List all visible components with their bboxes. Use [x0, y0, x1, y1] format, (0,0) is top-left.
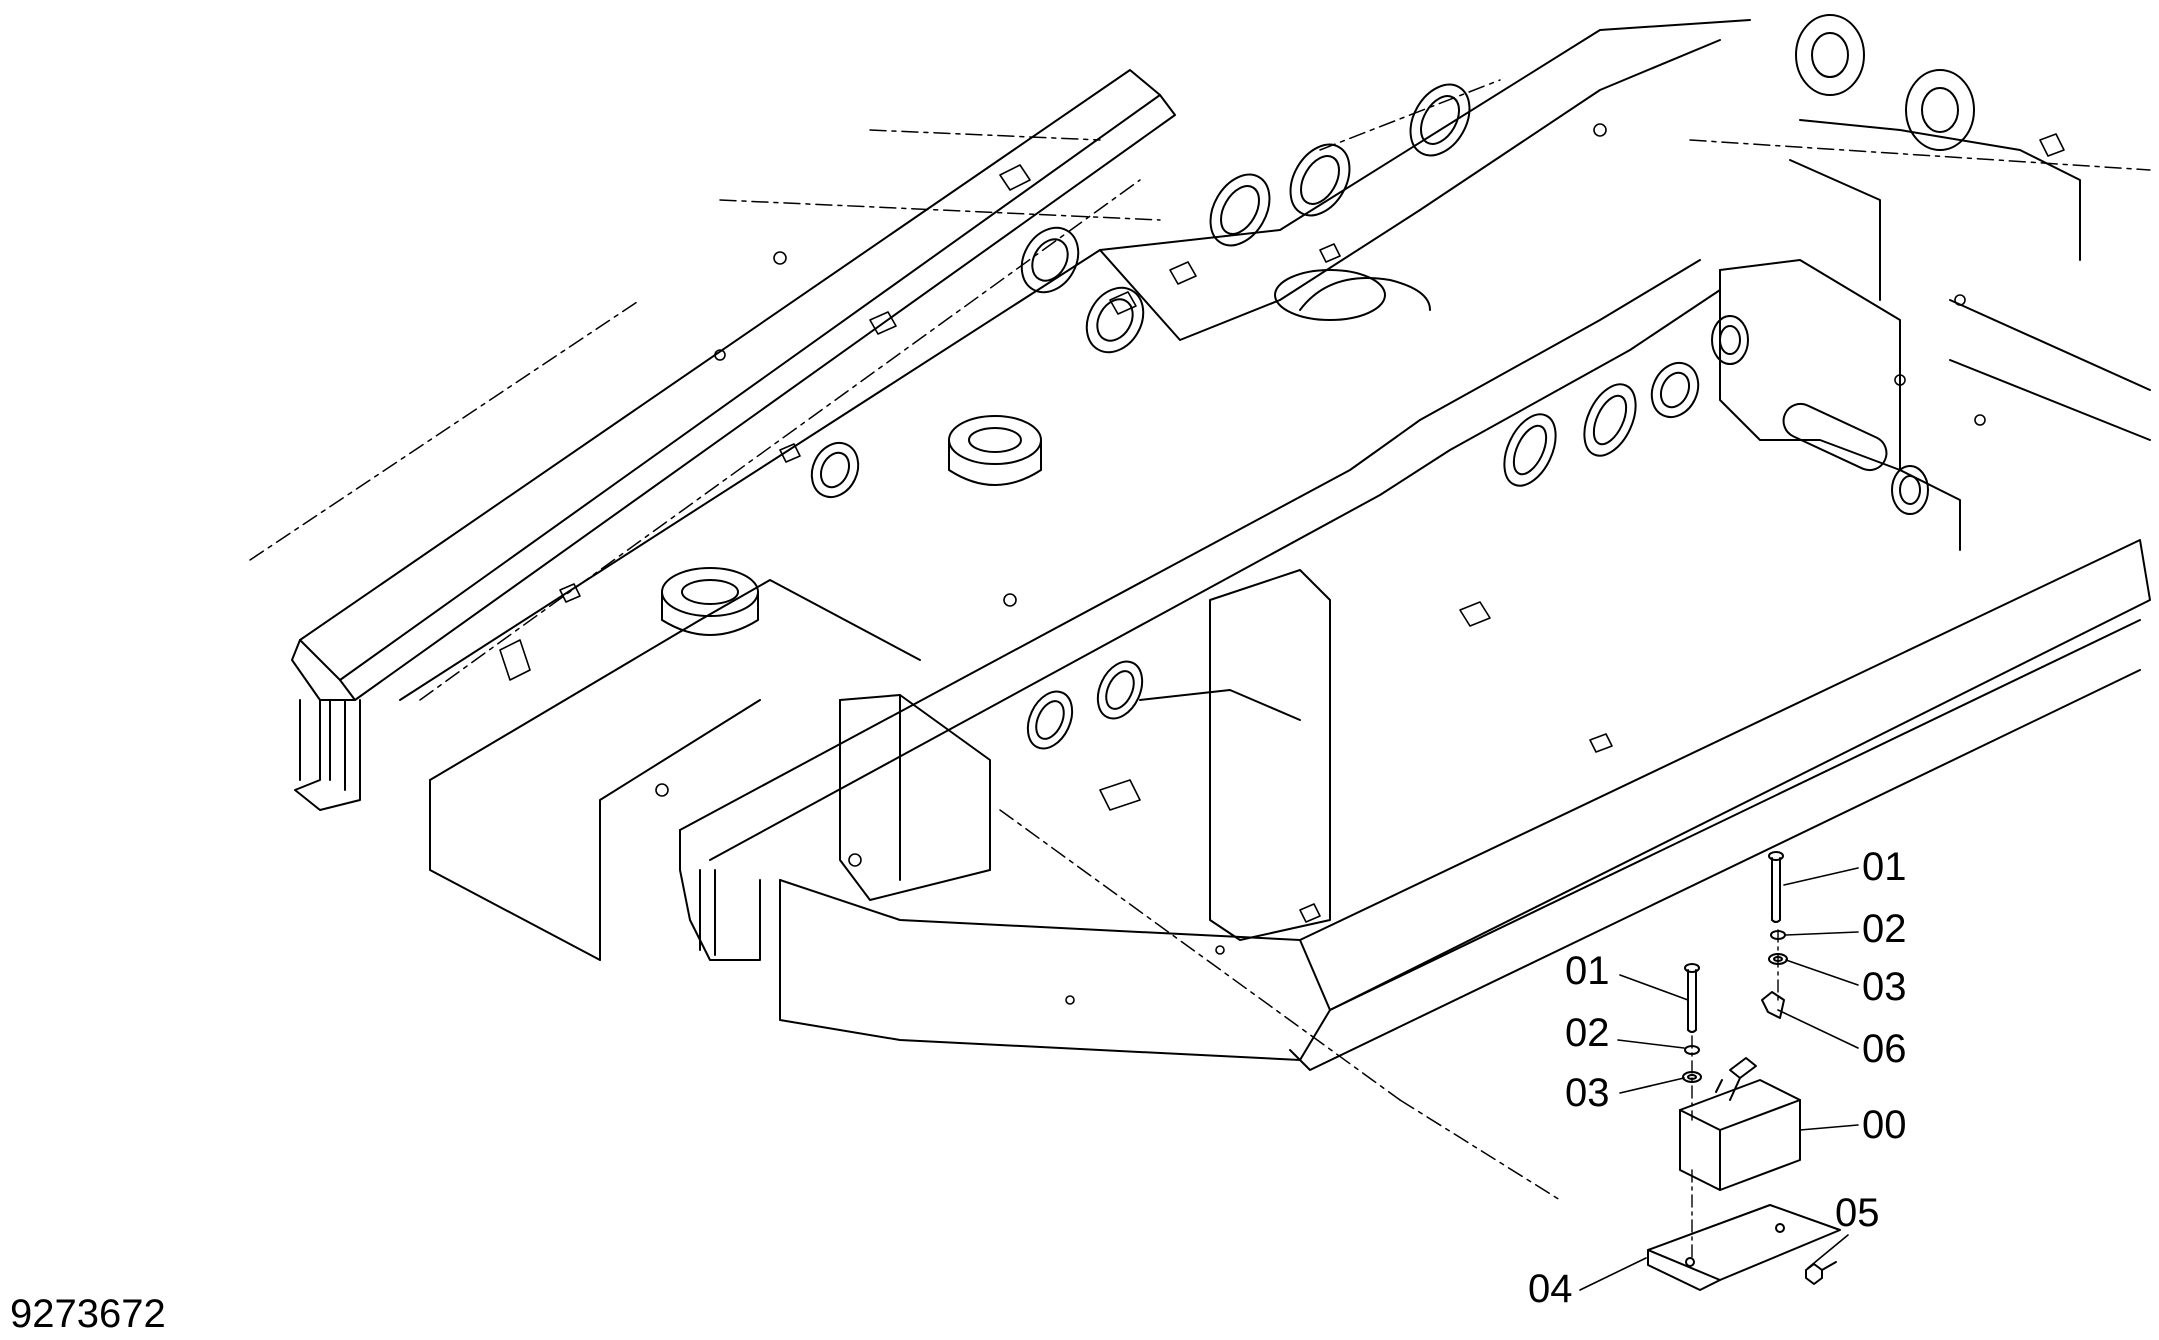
callout-01-upper: 01: [1862, 845, 1907, 889]
bolt-part-01-lower: [1684, 963, 1700, 1033]
bolt-part-01-upper: [1768, 851, 1784, 923]
callout-03-lower: 03: [1565, 1071, 1610, 1115]
callout-00: 00: [1862, 1103, 1907, 1147]
front-bumper: [779, 539, 2151, 1071]
left-side-beam: [291, 69, 1176, 811]
lightening-holes: [810, 83, 1929, 750]
exploded-parts: [1647, 851, 1841, 1291]
frame-assembly: [249, 14, 2151, 1201]
callout-05: 05: [1835, 1191, 1880, 1235]
small-brackets: [499, 123, 2065, 1005]
rear-cross-member: [1719, 14, 2151, 551]
hidden-lines: [249, 79, 2151, 1201]
callout-labels: 01 02 03 06 01 02 03 00 05 04: [1528, 845, 1907, 1311]
callout-02-upper: 02: [1862, 907, 1907, 951]
clip-part-06: [1761, 991, 1785, 1019]
right-side-beam: [679, 259, 1721, 961]
document-number: 9273672: [10, 1292, 166, 1336]
center-frame: [399, 19, 1751, 961]
callout-leaders: [1579, 867, 1859, 1291]
callout-06: 06: [1862, 1027, 1907, 1071]
callout-02-lower: 02: [1565, 1011, 1610, 1055]
callout-03-upper: 03: [1862, 965, 1907, 1009]
mounting-bracket-part-04: [1647, 1204, 1841, 1291]
assembly-centerlines: [1691, 929, 1779, 1263]
callout-01-lower: 01: [1565, 949, 1610, 993]
control-module-part-00: [1679, 1057, 1801, 1191]
callout-04: 04: [1528, 1267, 1573, 1311]
